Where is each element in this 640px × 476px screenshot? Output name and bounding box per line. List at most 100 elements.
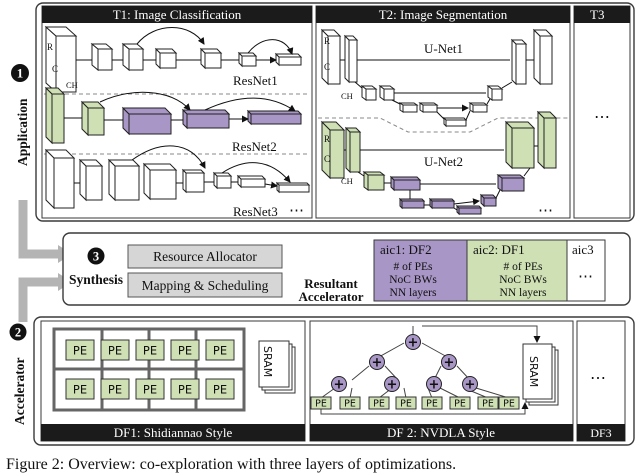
aic1-noc: NoC BWs bbox=[389, 274, 437, 286]
aic1-layers: NN layers bbox=[390, 287, 437, 299]
aic2-pes: # of PEs bbox=[504, 261, 544, 273]
adder-node: + bbox=[426, 376, 442, 393]
pe-cell: PE bbox=[100, 339, 130, 361]
pe-label: PE bbox=[143, 344, 157, 358]
adder-symbol: + bbox=[372, 356, 383, 371]
unet1-diagram bbox=[320, 28, 554, 128]
task2-title-bar bbox=[316, 6, 570, 23]
pe-cell: PE bbox=[477, 396, 499, 410]
application-badge bbox=[11, 64, 29, 82]
adder-node: + bbox=[369, 354, 385, 371]
dim-label-ch: CH bbox=[66, 80, 78, 90]
aic1-box bbox=[373, 239, 468, 302]
pe-cell: PE bbox=[498, 396, 520, 410]
pe-cell: PE bbox=[205, 378, 235, 400]
synthesis-badge bbox=[87, 247, 105, 265]
df2-title: DF 2: NVDLA Style bbox=[387, 425, 495, 440]
resnet1-label: ResNet1 bbox=[233, 73, 278, 88]
pe-label: PE bbox=[178, 344, 192, 358]
pe-cell: PE bbox=[65, 339, 95, 361]
accelerator-badge-number: 2 bbox=[15, 326, 21, 340]
aic3-more-ellipsis: ⋯ bbox=[578, 269, 593, 285]
accelerator-label: Accelerator bbox=[12, 358, 27, 425]
df3-more-ellipsis: ⋯ bbox=[590, 370, 606, 387]
adder-symbol: + bbox=[334, 378, 345, 393]
synthesis-label: Synthesis bbox=[69, 272, 123, 287]
dim-label-ch: CH bbox=[341, 176, 353, 186]
aic2-layers: NN layers bbox=[500, 287, 547, 299]
resultant-label-line1: Resultant bbox=[304, 276, 358, 291]
adder-symbol: + bbox=[408, 336, 419, 351]
aic3-title: aic3 bbox=[572, 242, 594, 257]
task1-more-ellipsis: ⋯ bbox=[289, 203, 304, 219]
unet2-label: U-Net2 bbox=[424, 154, 463, 169]
task3-panel bbox=[573, 5, 631, 219]
aic2-box bbox=[466, 239, 568, 302]
task3-title-bar bbox=[574, 6, 630, 23]
df2-sram bbox=[522, 343, 559, 406]
pe-cell: PE bbox=[339, 396, 361, 410]
dim-label-r: R bbox=[324, 134, 330, 144]
pe-label: PE bbox=[213, 344, 227, 358]
resnet3-diagram bbox=[44, 145, 311, 210]
aic2-title: aic2: DF1 bbox=[473, 242, 525, 257]
accelerator-badge bbox=[9, 323, 27, 341]
dim-label-r: R bbox=[47, 42, 53, 52]
df2-adder-tree: +++++++ bbox=[331, 334, 478, 393]
net-divider bbox=[318, 117, 568, 133]
figure-caption: Figure 2: Overview: co-exploration with … bbox=[6, 456, 456, 473]
pe-cell: PE bbox=[395, 396, 417, 410]
dim-label-r: R bbox=[324, 36, 330, 46]
df1-title-bar bbox=[41, 424, 305, 441]
unet2-diagram bbox=[320, 110, 558, 216]
dim-label-ch: CH bbox=[341, 91, 353, 101]
task2-panel bbox=[315, 5, 571, 219]
pe-label: PE bbox=[482, 399, 494, 410]
pe-label: PE bbox=[108, 383, 122, 397]
adder-symbol: + bbox=[387, 378, 398, 393]
aic1-title: aic1: DF2 bbox=[380, 242, 432, 257]
df3-panel bbox=[576, 320, 626, 442]
pe-label: PE bbox=[143, 383, 157, 397]
pe-cell: PE bbox=[170, 339, 200, 361]
adder-node: + bbox=[405, 334, 421, 351]
pe-cell: PE bbox=[205, 339, 235, 361]
resnet2-label: ResNet2 bbox=[232, 139, 277, 154]
pe-label: PE bbox=[454, 399, 466, 410]
task1-title: T1: Image Classification bbox=[113, 7, 242, 22]
resnet1-diagram bbox=[44, 25, 303, 94]
aic3-box bbox=[566, 239, 606, 302]
dim-label-c: C bbox=[52, 64, 58, 74]
pe-label: PE bbox=[344, 399, 356, 410]
dim-label-c: C bbox=[324, 154, 330, 164]
application-badge-number: 1 bbox=[17, 66, 24, 81]
adder-symbol: + bbox=[465, 378, 476, 393]
adder-node: + bbox=[384, 376, 400, 393]
adder-symbol: + bbox=[444, 356, 455, 371]
pe-cell: PE bbox=[135, 378, 165, 400]
df3-title: DF3 bbox=[590, 426, 611, 440]
mapping-scheduling-button[interactable] bbox=[127, 272, 283, 298]
pe-cell: PE bbox=[170, 378, 200, 400]
adder-node: + bbox=[331, 376, 347, 393]
aic2-noc: NoC BWs bbox=[499, 274, 547, 286]
synthesis-badge-number: 3 bbox=[93, 250, 99, 264]
dim-label-c: C bbox=[324, 62, 330, 72]
adder-node: + bbox=[441, 354, 457, 371]
pe-cell: PE bbox=[135, 339, 165, 361]
pe-cell: PE bbox=[65, 378, 95, 400]
task1-title-bar bbox=[42, 6, 312, 23]
pe-label: PE bbox=[315, 399, 327, 410]
adder-node: + bbox=[462, 376, 478, 393]
df2-title-bar bbox=[310, 424, 573, 441]
pe-label: PE bbox=[400, 399, 412, 410]
df2-adder-tree-wires bbox=[320, 325, 541, 415]
df1-title: DF1: Shidiannao Style bbox=[114, 425, 233, 440]
resultant-label-line2: Accelerator bbox=[299, 289, 364, 304]
pe-cell: PE bbox=[449, 396, 471, 410]
resource-allocator-button[interactable] bbox=[127, 244, 283, 269]
application-label: Application bbox=[15, 98, 30, 166]
